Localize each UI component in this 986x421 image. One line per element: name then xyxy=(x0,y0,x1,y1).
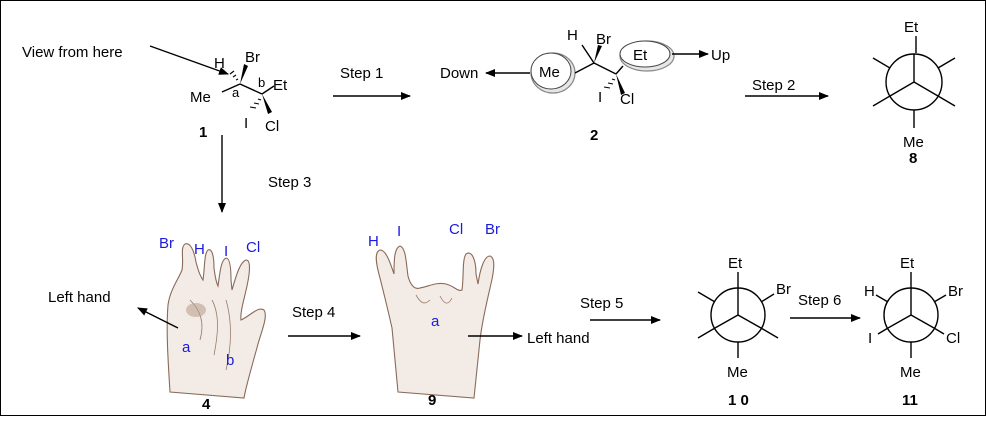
step1-label: Step 1 xyxy=(340,65,383,82)
c9-Cl: Cl xyxy=(449,221,463,238)
c2-bond-h xyxy=(581,44,595,64)
c4-b: b xyxy=(226,352,234,369)
c2-I: I xyxy=(598,89,602,106)
compound-10: Et Br Me 1 0 xyxy=(697,255,791,409)
compound-4-hand: Br H I Cl a b Left hand 4 xyxy=(48,235,266,413)
up-label: Up xyxy=(711,47,730,64)
c1-hash-h xyxy=(229,70,239,81)
c11-H: H xyxy=(864,283,875,300)
compound-11: Et H Br I Cl Me 11 xyxy=(864,255,963,409)
down-label: Down xyxy=(440,65,478,82)
compound-1: View from here H Br Me a b Et I Cl 1 xyxy=(22,44,288,141)
c9-I: I xyxy=(397,223,401,240)
c10-Br: Br xyxy=(776,281,791,298)
step4-label: Step 4 xyxy=(292,304,335,321)
c2-bond-2 xyxy=(593,62,617,75)
c2-H: H xyxy=(567,27,578,44)
c1-wedge-br xyxy=(240,64,248,84)
c2-Et: Et xyxy=(633,47,648,64)
c11-Br: Br xyxy=(948,283,963,300)
c1-wedge-cl xyxy=(262,94,272,114)
compound-9-hand: H I Cl Br a Left hand 9 xyxy=(368,221,590,409)
step2-label: Step 2 xyxy=(752,77,795,94)
c9-Br: Br xyxy=(485,221,500,238)
c8-number: 8 xyxy=(909,150,917,167)
left-hand-label-1: Left hand xyxy=(48,289,111,306)
c1-I: I xyxy=(244,115,248,132)
c1-hash-i xyxy=(249,98,262,109)
c2-wedge-br xyxy=(594,45,602,63)
compound-2: Down Me H Br Et Up I Cl 2 xyxy=(440,27,730,144)
c4-H: H xyxy=(194,241,205,258)
c9-H: H xyxy=(368,233,379,250)
step6-label: Step 6 xyxy=(798,292,841,309)
hand-4-drawing xyxy=(166,243,266,399)
hand-9-drawing xyxy=(375,245,495,399)
view-arrow xyxy=(149,45,229,75)
c2-number: 2 xyxy=(590,127,598,144)
c1-a: a xyxy=(232,85,240,100)
c10-number: 1 0 xyxy=(728,392,749,409)
c11-Cl: Cl xyxy=(946,330,960,347)
c8-Me: Me xyxy=(903,134,924,151)
left-hand-label-2: Left hand xyxy=(527,330,590,347)
left-hand-arrow-1 xyxy=(137,307,179,329)
c2-wedge-cl xyxy=(616,74,625,95)
c9-number: 9 xyxy=(428,392,436,409)
c2-bond-1 xyxy=(574,62,595,74)
c1-b: b xyxy=(258,75,265,90)
c4-Br: Br xyxy=(159,235,174,252)
c11-Et: Et xyxy=(900,255,915,272)
step3-label: Step 3 xyxy=(268,174,311,191)
c10-Me: Me xyxy=(727,364,748,381)
c11-number: 11 xyxy=(902,392,918,409)
c1-number: 1 xyxy=(199,124,207,141)
c1-bond-me-ca xyxy=(221,83,241,93)
c10-Et: Et xyxy=(728,255,743,272)
c9-a: a xyxy=(431,313,440,330)
c1-bond-ca-cb xyxy=(239,83,263,95)
c1-Br: Br xyxy=(245,49,260,66)
c11-I: I xyxy=(868,330,872,347)
c11-Me: Me xyxy=(900,364,921,381)
c1-Me: Me xyxy=(190,89,211,106)
c1-Et: Et xyxy=(273,77,288,94)
view-from-here-label: View from here xyxy=(22,44,123,61)
c2-hash-i xyxy=(603,78,616,89)
c2-bond-3 xyxy=(615,65,624,75)
c2-Br: Br xyxy=(596,31,611,48)
c2-Cl: Cl xyxy=(620,91,634,108)
c2-Me: Me xyxy=(539,64,560,81)
c1-Cl: Cl xyxy=(265,118,279,135)
c8-Et: Et xyxy=(904,19,919,36)
c4-a: a xyxy=(182,339,191,356)
c1-H: H xyxy=(214,55,225,72)
compound-8: Et Me 8 xyxy=(872,19,956,167)
c4-Cl: Cl xyxy=(246,239,260,256)
step5-label: Step 5 xyxy=(580,295,623,312)
c4-number: 4 xyxy=(202,396,211,413)
c1-bond-cb-et xyxy=(261,85,275,95)
c4-I: I xyxy=(224,243,228,260)
